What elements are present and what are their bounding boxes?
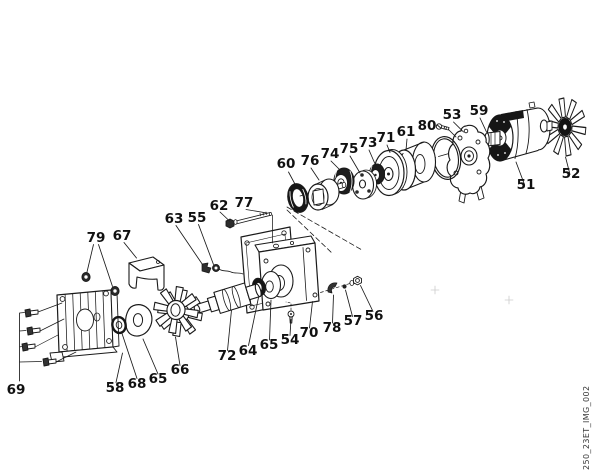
pin-57 bbox=[342, 284, 347, 289]
callout-61: 61 bbox=[397, 124, 416, 140]
callout-66: 66 bbox=[171, 362, 190, 378]
screw-80 bbox=[435, 123, 450, 131]
end-plate bbox=[49, 289, 120, 363]
callout-65-left: 65 bbox=[149, 371, 168, 387]
callout-54: 54 bbox=[281, 332, 300, 348]
callout-79: 79 bbox=[87, 230, 106, 246]
washer bbox=[111, 315, 127, 335]
mounting-screws bbox=[21, 302, 77, 367]
rotor bbox=[153, 285, 203, 338]
callout-60: 60 bbox=[277, 156, 296, 172]
callout-76: 76 bbox=[301, 153, 320, 169]
flange-plate bbox=[351, 169, 377, 200]
callout-62: 62 bbox=[210, 198, 229, 214]
callout-80: 80 bbox=[418, 118, 437, 134]
callout-56: 56 bbox=[365, 308, 384, 324]
end-disc bbox=[373, 149, 408, 197]
callout-59: 59 bbox=[470, 103, 489, 119]
motor bbox=[484, 101, 553, 162]
housing bbox=[240, 226, 320, 314]
callout-labels: 60 76 74 75 73 71 61 80 53 59 51 52 62 7… bbox=[7, 103, 581, 398]
saddle-bracket bbox=[128, 256, 165, 291]
scan-marks bbox=[430, 285, 514, 305]
clip-and-nut bbox=[201, 262, 244, 275]
lock-nuts bbox=[81, 271, 120, 297]
clip-78 bbox=[327, 282, 338, 294]
callout-58: 58 bbox=[106, 380, 125, 396]
callout-73: 73 bbox=[359, 135, 378, 151]
callout-63: 63 bbox=[165, 211, 184, 227]
coupling bbox=[307, 178, 347, 211]
callout-68: 68 bbox=[128, 376, 147, 392]
callout-77: 77 bbox=[235, 195, 254, 211]
callout-55: 55 bbox=[188, 210, 207, 226]
head-bolt bbox=[225, 211, 273, 244]
seal-ring bbox=[287, 183, 309, 213]
callout-57: 57 bbox=[344, 313, 363, 329]
figure-side-code: 250_23ET_IMG_002 bbox=[582, 385, 591, 470]
callout-52: 52 bbox=[562, 166, 581, 182]
callout-64: 64 bbox=[239, 343, 258, 359]
bolt-56 bbox=[349, 275, 362, 286]
callout-72: 72 bbox=[218, 348, 237, 364]
cooling-fan bbox=[543, 97, 587, 157]
cam-ring bbox=[125, 304, 153, 337]
callout-67: 67 bbox=[113, 228, 132, 244]
callout-75: 75 bbox=[340, 141, 359, 157]
callout-78: 78 bbox=[323, 320, 342, 336]
callout-53: 53 bbox=[443, 107, 462, 123]
callout-71: 71 bbox=[377, 130, 396, 146]
callout-74: 74 bbox=[321, 146, 340, 162]
callout-69: 69 bbox=[7, 382, 26, 398]
callout-65-right: 65 bbox=[260, 337, 279, 353]
callout-70: 70 bbox=[300, 325, 319, 341]
screw-54 bbox=[285, 301, 295, 324]
leader-lines bbox=[19, 117, 571, 383]
callout-51: 51 bbox=[517, 177, 536, 193]
